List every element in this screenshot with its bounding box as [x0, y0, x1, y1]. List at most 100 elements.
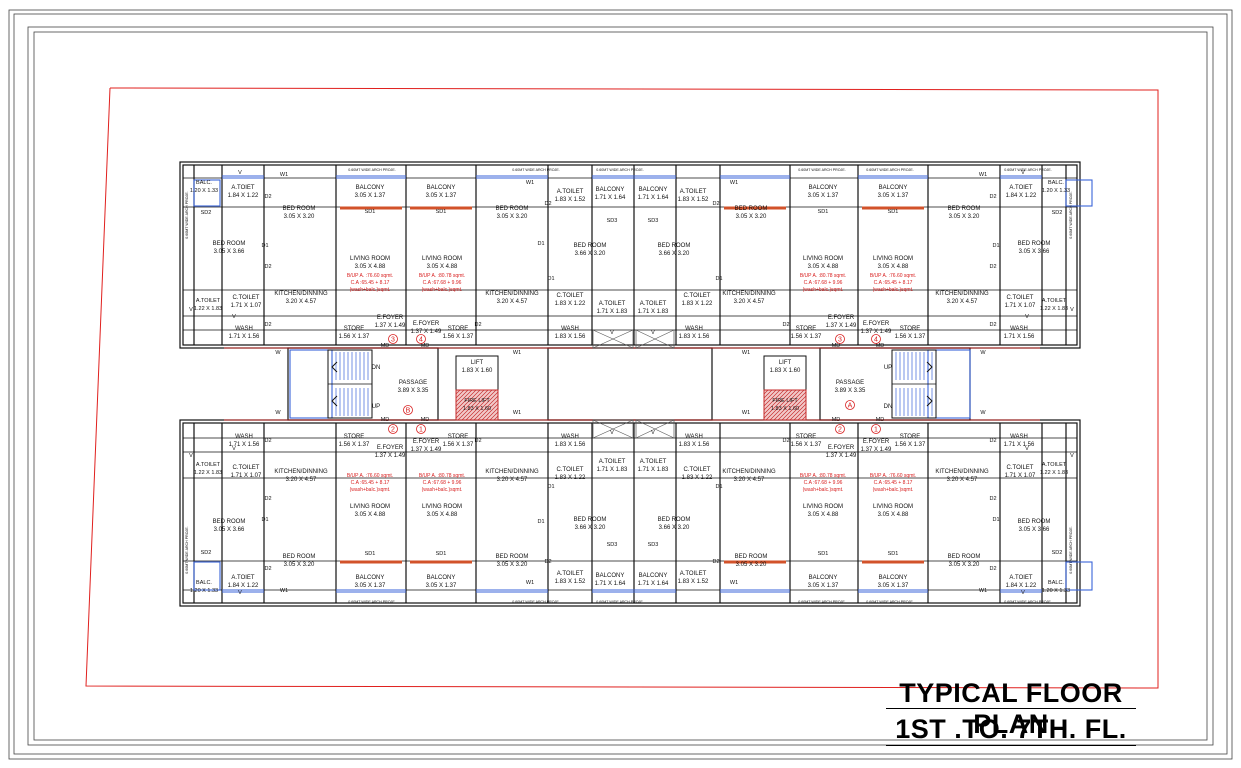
drawing-title: TYPICAL FLOOR PLAN [899, 678, 1123, 739]
drawing-subtitle: 1ST .TO. 7TH. FL. [895, 714, 1127, 744]
inner-ctoilet-size: 1.83 X 1.22 [555, 475, 586, 481]
flat-number-circle [871, 424, 881, 434]
flat-area-builtup: B/UP A. :76.60 sqmt. [870, 473, 916, 479]
fire-lift-right-hatch [763, 389, 769, 395]
fire-lift-right-hatch [801, 415, 807, 421]
arch-projection-label: 0.60MT WIDE ARCH PROJE. [1069, 191, 1073, 238]
site-line [85, 87, 1159, 689]
duct-shaft [635, 419, 675, 439]
common-toilet-name: C.TOILET [233, 295, 260, 301]
arch-projection-label: 0.60MT WIDE ARCH PROJE. [1004, 168, 1051, 172]
balcony-window [1065, 561, 1093, 591]
inner-wash-size: 1.83 X 1.56 [555, 334, 586, 340]
fire-lift-right-hatch [765, 389, 797, 421]
inner-bedroom-name: BED ROOM [574, 243, 607, 249]
kitchen-dinning-name: KITCHEN/DINNING [274, 469, 328, 475]
stair-left-arrow [331, 395, 338, 407]
kitchen-dinning-size: 3.20 X 4.57 [734, 299, 765, 305]
bedroom-name: BED ROOM [283, 206, 316, 212]
kitchen-dinning-size: 3.20 X 4.57 [286, 299, 317, 305]
door-sd1: SD1 [436, 551, 447, 557]
balc-left-name: BALC. [196, 180, 212, 186]
atoilet-right-name: A.TOIET [1009, 185, 1033, 191]
balcony-window [193, 561, 221, 591]
arch-projection-label: 0.60MT WIDE ARCH PROJE. [512, 600, 559, 604]
fire-lift-right-hatch [793, 407, 807, 421]
fire-lift-right [763, 389, 807, 421]
bedroom-side-size: 3.05 X 3.66 [1019, 249, 1050, 255]
flat-number: 2 [391, 427, 395, 434]
kitchen-dinning-size: 3.20 X 4.57 [734, 477, 765, 483]
wing-b-marker-circle [403, 405, 413, 415]
balcony-name: BALCONY [879, 575, 908, 581]
fire-lift-left-hatch [469, 391, 499, 421]
fire-lift-right-hatch [797, 411, 807, 421]
living-room-name: LIVING ROOM [873, 256, 913, 262]
door-mark: D2 [264, 438, 271, 444]
door-mark: D1 [537, 519, 544, 525]
fire-lift-right-hatch [769, 389, 801, 421]
atoilet-side-name: A.TOILET [1042, 298, 1067, 304]
flat-area-builtup: B/UP A. :80.78 sqmt. [419, 473, 465, 479]
flat-number: 3 [838, 337, 842, 344]
fire-lift-right-hatch [763, 389, 781, 407]
wash-size: 1.71 X 1.56 [229, 442, 260, 448]
flat-number: 4 [419, 337, 423, 344]
bedroom-size: 3.05 X 3.20 [949, 562, 980, 568]
duct-shaft-cross [592, 419, 634, 439]
inner-balcony-name: BALCONY [639, 187, 668, 193]
inner-atoilet-name: A.TOILET [557, 571, 584, 577]
store-name: STORE [900, 326, 921, 332]
bedroom-name: BED ROOM [283, 554, 316, 560]
living-room-name: LIVING ROOM [422, 504, 462, 510]
door-sd1: SD1 [818, 551, 829, 557]
window-w: W [275, 350, 281, 356]
atoilet-side-size: 1.22 X 1.83 [194, 306, 222, 312]
entrance-foyer-name: E.FOYER [863, 439, 890, 445]
inner-atoilet-name: A.TOILET [680, 189, 707, 195]
upper-block-inner [182, 164, 1078, 346]
fire-lift-left-hatch [457, 389, 489, 421]
fire-lift-left-hatch [455, 389, 477, 411]
door-mark: D2 [264, 264, 271, 270]
common-toilet-size: 1.71 X 1.07 [1005, 303, 1036, 309]
flat-area-carpet-note: (wash+balc.)sqmt. [803, 487, 844, 493]
flat-number: 1 [874, 427, 878, 434]
flat-area-builtup: B/UP A. :80.78 sqmt. [419, 273, 465, 279]
duct-shaft-cross [635, 329, 675, 349]
fire-lift-left-hatch [465, 389, 497, 421]
fire-lift-right-hatch [785, 399, 807, 421]
wash-name: WASH [235, 434, 253, 440]
fire-lift-left-hatch [481, 403, 499, 421]
kitchen-dinning-name: KITCHEN/DINNING [485, 469, 539, 475]
kitchen-dinning-name: KITCHEN/DINNING [722, 291, 776, 297]
lift-size: 1.83 X 1.60 [462, 368, 493, 374]
door-mark: D2 [782, 322, 789, 328]
arch-projection-label: 0.60MT WIDE ARCH PROJE. [798, 168, 845, 172]
living-room-name: LIVING ROOM [803, 504, 843, 510]
balc-left-size: 1.20 X 1.33 [190, 588, 218, 594]
wing-a-marker-circle [845, 400, 855, 410]
vent-v: V [651, 430, 655, 436]
inner-bedroom-size: 3.66 X 3.20 [575, 525, 606, 531]
flat-number-circle [388, 424, 398, 434]
atoilet-side-name: A.TOILET [196, 462, 221, 468]
bedroom-side-name: BED ROOM [1018, 519, 1051, 525]
door-mark: D2 [989, 264, 996, 270]
inner-wash-size: 1.83 X 1.56 [679, 334, 710, 340]
bedroom-side-name: BED ROOM [213, 241, 246, 247]
balcony-size: 3.05 X 1.37 [808, 193, 839, 199]
bedroom-name: BED ROOM [735, 554, 768, 560]
fire-lift-left-hatch [455, 389, 481, 415]
window-w1: W1 [280, 588, 288, 594]
store-size: 1.56 X 1.37 [339, 442, 370, 448]
door-mark: D1 [715, 484, 722, 490]
inner-balcony-name: BALCONY [596, 187, 625, 193]
living-room-size: 3.05 X 4.88 [427, 512, 458, 518]
window-w1: W1 [742, 350, 750, 356]
store-name: STORE [344, 326, 365, 332]
window-w1: W1 [280, 172, 288, 178]
door-mark: D1 [261, 243, 268, 249]
stair-up-label: UP [884, 365, 892, 371]
